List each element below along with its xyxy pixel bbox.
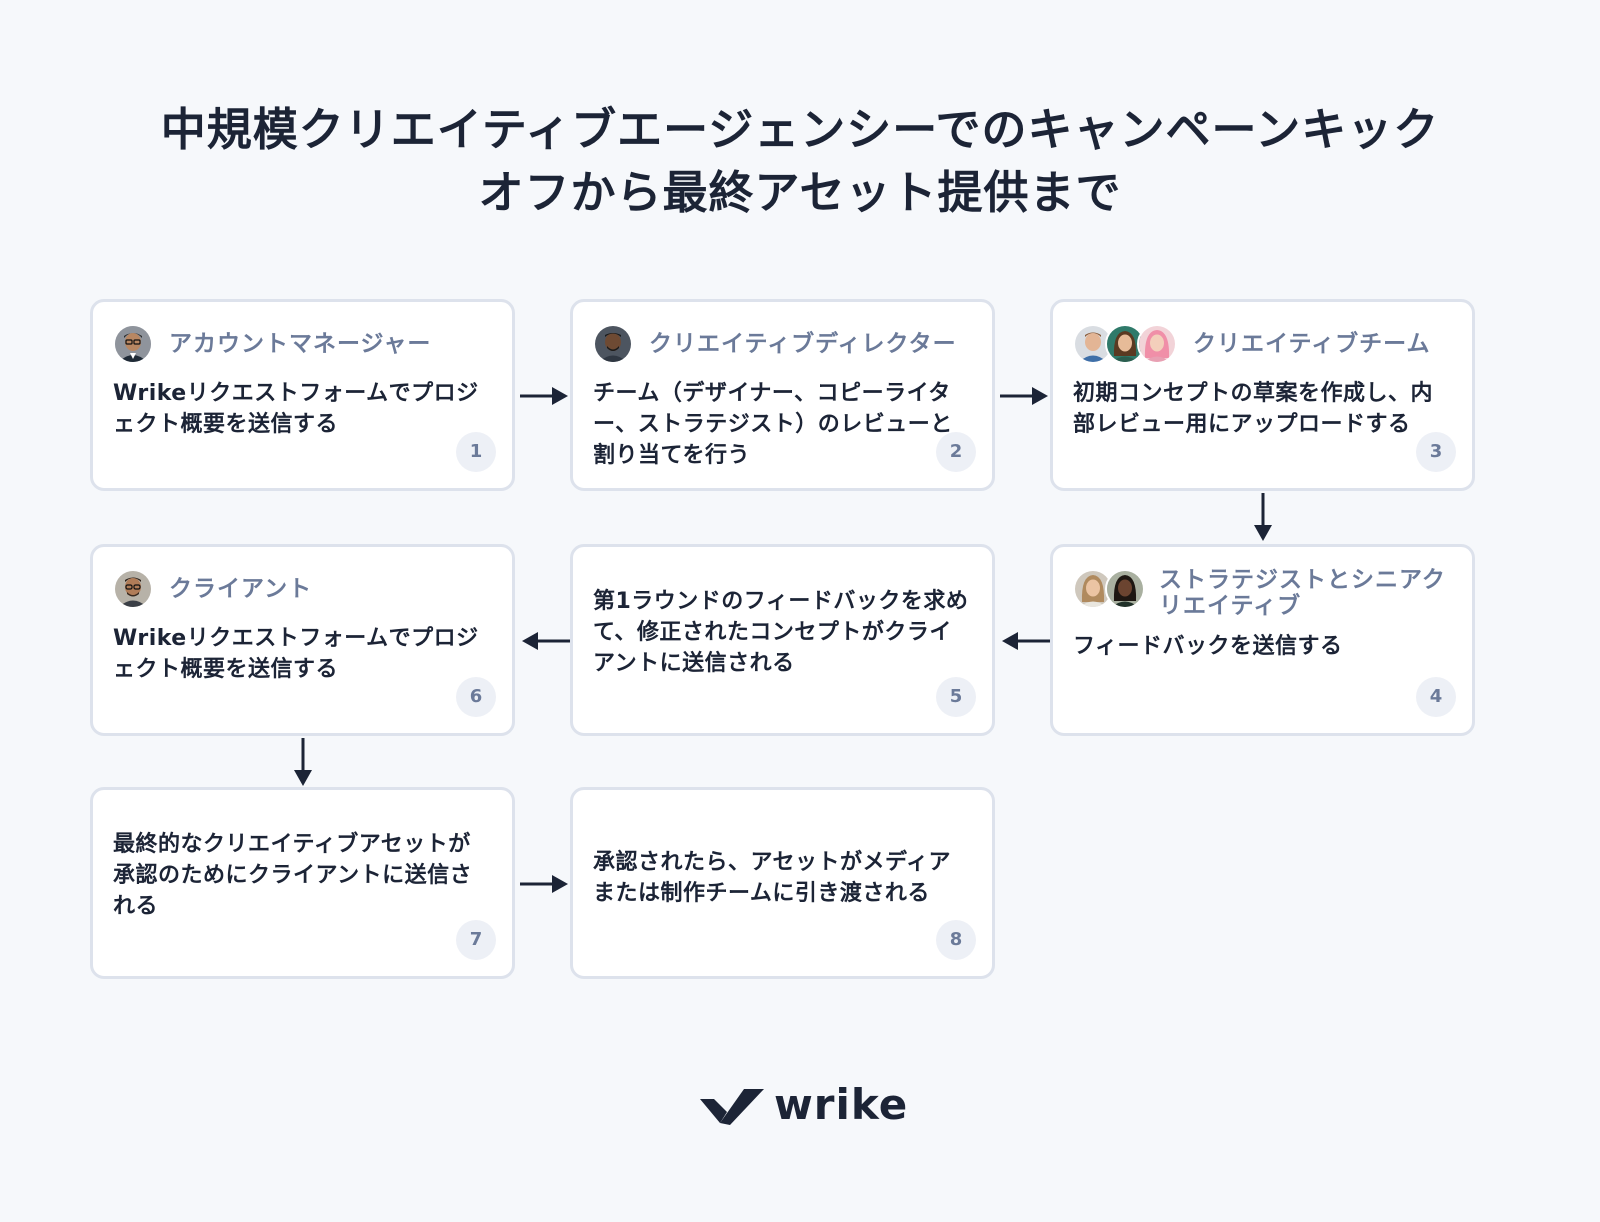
avatar [1105, 569, 1145, 609]
task-text: 初期コンセプトの草案を作成し、内部レビュー用にアップロードする [1073, 381, 1434, 437]
avatar-group [113, 324, 153, 364]
role-row: クリエイティブディレクター [593, 322, 978, 366]
step-card-8: 承認されたら、アセットがメディアまたは制作チームに引き渡される 8 [570, 787, 995, 979]
role-label: クリエイティブチーム [1193, 331, 1431, 357]
role-label: アカウントマネージャー [169, 331, 432, 357]
avatar-group [593, 324, 633, 364]
role-row: ストラテジストとシニアクリエイティブ [1073, 567, 1458, 623]
wrike-logo-mark [700, 1089, 764, 1125]
arrow-icon [520, 387, 568, 405]
task-text: チーム（デザイナー、コピーライター、ストラテジスト）のレビューと割り当てを行う [593, 381, 953, 468]
step-number-badge: 6 [456, 677, 496, 717]
avatar [113, 569, 153, 609]
avatar-group [1073, 324, 1177, 364]
wrike-wordmark: wrike [774, 1080, 909, 1129]
page-title: 中規模クリエイティブエージェンシーでのキャンペーンキックオフから最終アセット提供… [160, 103, 1440, 219]
avatar [113, 324, 153, 364]
step-number-badge: 1 [456, 432, 496, 472]
step-number-badge: 8 [936, 920, 976, 960]
role-label: クライアント [169, 576, 313, 602]
step-number-badge: 5 [936, 677, 976, 717]
arrow-icon [1002, 632, 1050, 650]
step-card-3: クリエイティブチーム 初期コンセプトの草案を作成し、内部レビュー用にアップロード… [1050, 299, 1475, 491]
task-text: 承認されたら、アセットがメディアまたは制作チームに引き渡される [593, 850, 952, 907]
task-text: Wrikeリクエストフォームでプロジェクト概要を送信する [113, 626, 479, 682]
task-text: 第1ラウンドのフィードバックを求めて、修正されたコンセプトがクライアントに送信さ… [593, 589, 969, 677]
role-row: クリエイティブチーム [1073, 322, 1458, 366]
role-label: ストラテジストとシニアクリエイティブ [1159, 567, 1446, 619]
arrow-icon [522, 632, 570, 650]
avatar [593, 324, 633, 364]
step-number-badge: 7 [456, 920, 496, 960]
step-number-badge: 3 [1416, 432, 1456, 472]
step-card-4: ストラテジストとシニアクリエイティブ フィードバックを送信する 4 [1050, 544, 1475, 736]
step-card-5: 第1ラウンドのフィードバックを求めて、修正されたコンセプトがクライアントに送信さ… [570, 544, 995, 736]
avatar-group [1073, 569, 1145, 609]
arrow-icon [1000, 387, 1048, 405]
step-card-2: クリエイティブディレクター チーム（デザイナー、コピーライター、ストラテジスト）… [570, 299, 995, 491]
avatar [1105, 324, 1145, 364]
role-row: クライアント [113, 567, 498, 611]
task-text: 最終的なクリエイティブアセットが承認のためにクライアントに送信される [113, 832, 473, 920]
step-card-1: アカウントマネージャー Wrikeリクエストフォームでプロジェクト概要を送信する… [90, 299, 515, 491]
role-label: クリエイティブディレクター [649, 331, 957, 357]
task-text: フィードバックを送信する [1073, 634, 1343, 659]
arrow-icon [294, 738, 312, 786]
step-card-7: 最終的なクリエイティブアセットが承認のためにクライアントに送信される 7 [90, 787, 515, 979]
task-text: Wrikeリクエストフォームでプロジェクト概要を送信する [113, 381, 479, 437]
step-number-badge: 2 [936, 432, 976, 472]
avatar [1137, 324, 1177, 364]
arrow-icon [1254, 493, 1272, 541]
step-number-badge: 4 [1416, 677, 1456, 717]
wrike-logo: wrike [700, 1080, 908, 1130]
role-row: アカウントマネージャー [113, 322, 498, 366]
step-card-6: クライアント Wrikeリクエストフォームでプロジェクト概要を送信する 6 [90, 544, 515, 736]
arrow-icon [520, 875, 568, 893]
avatar-group [113, 569, 153, 609]
